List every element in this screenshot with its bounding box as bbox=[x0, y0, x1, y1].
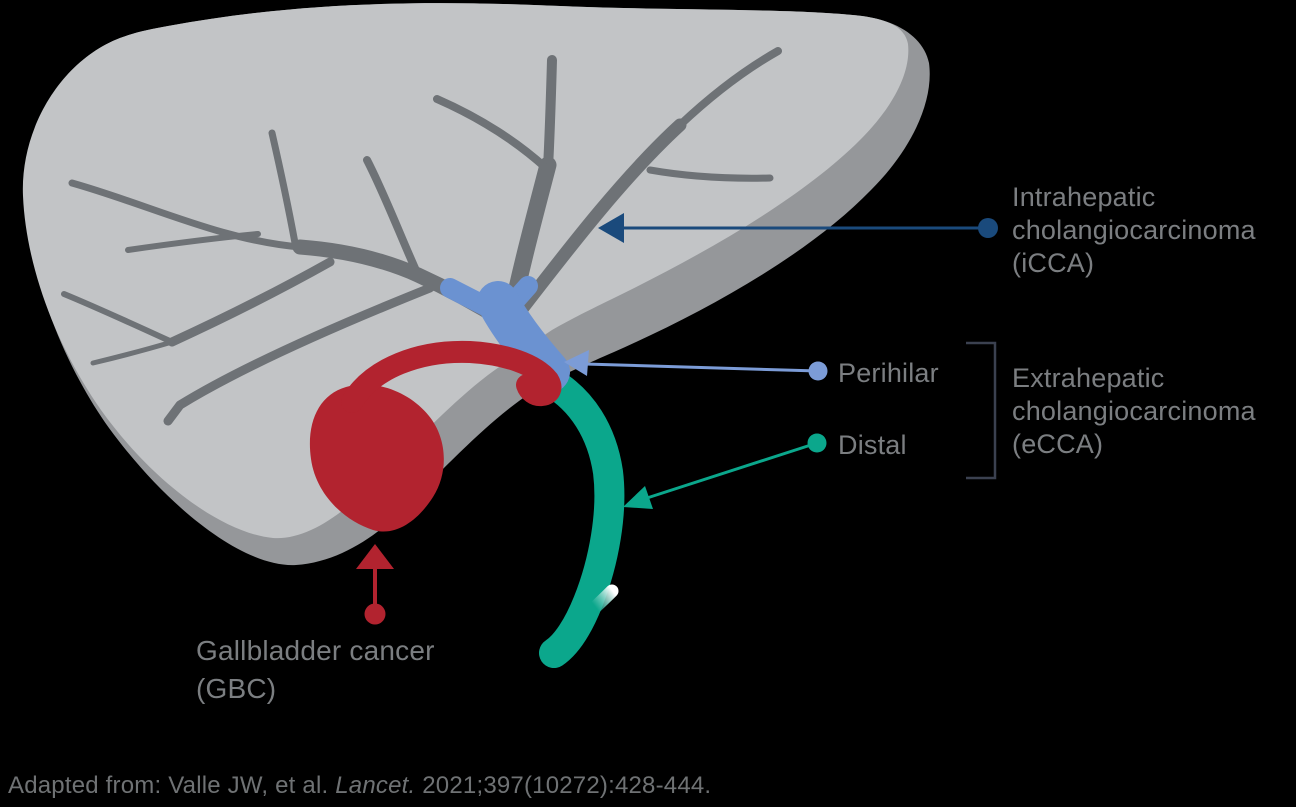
icca-annotation bbox=[598, 213, 998, 243]
ecca-label-line3: (eCCA) bbox=[1012, 429, 1104, 459]
duct-branch-lower-left-up-tip bbox=[61, 291, 175, 345]
gbc-dot-icon bbox=[364, 603, 386, 625]
gallbladder bbox=[309, 340, 562, 532]
distal-label: Distal bbox=[838, 430, 907, 460]
distal-annotation bbox=[623, 433, 827, 509]
icca-arrowhead-icon bbox=[598, 213, 624, 243]
bile-duct-tree bbox=[61, 47, 782, 426]
distal-leader-line bbox=[646, 441, 818, 500]
duct-branch-right-tip bbox=[676, 47, 782, 129]
distal-bile-duct bbox=[536, 367, 625, 668]
liver-body bbox=[22, 3, 909, 539]
duct-branch-top bbox=[543, 55, 557, 173]
ecca-label-line2: cholangiocarcinoma bbox=[1012, 396, 1256, 426]
icca-label-line1: Intrahepatic bbox=[1012, 182, 1156, 212]
perihilar-annotation bbox=[564, 350, 828, 381]
duct-branch-down-sweep bbox=[163, 283, 435, 426]
duct-branch-left-vertical bbox=[268, 129, 299, 247]
duct-branch-left-main-tip bbox=[68, 179, 304, 251]
citation-journal: Lancet. bbox=[335, 772, 416, 799]
gallbladder-neck bbox=[341, 340, 562, 413]
ecca-label: Extrahepatic cholangiocarcinoma (eCCA) bbox=[1012, 362, 1256, 461]
icca-label-line2: cholangiocarcinoma bbox=[1012, 215, 1256, 245]
icca-label-line3: (iCCA) bbox=[1012, 248, 1095, 278]
duct-branch-upper-left bbox=[433, 95, 550, 172]
gallbladder-body bbox=[309, 384, 444, 532]
citation-prefix: Adapted from: Valle JW, et al. bbox=[8, 772, 336, 799]
perihilar-leader-line bbox=[584, 362, 819, 373]
gbc-annotation bbox=[356, 544, 394, 625]
duct-branch-mid-up bbox=[363, 156, 422, 279]
distal-arrowhead-icon bbox=[623, 486, 653, 509]
ecca-label-line1: Extrahepatic bbox=[1012, 363, 1165, 393]
perihilar-dot-icon bbox=[808, 361, 828, 381]
duct-branch-lower-left-down-tip bbox=[90, 339, 175, 366]
icca-label: Intrahepatic cholangiocarcinoma (iCCA) bbox=[1012, 181, 1256, 280]
gbc-label: Gallbladder cancer (GBC) bbox=[196, 632, 435, 708]
perihilar-arrowhead-icon bbox=[564, 350, 589, 376]
duct-branch-lower-left bbox=[167, 257, 335, 347]
duct-branch-right-horizontal bbox=[646, 166, 774, 182]
ecca-bracket bbox=[966, 341, 997, 480]
gbc-arrowhead-icon bbox=[356, 544, 394, 569]
gbc-label-line2: (GBC) bbox=[196, 673, 277, 704]
distal-dot-icon bbox=[807, 433, 827, 453]
duct-branch-left-small bbox=[125, 231, 261, 253]
perihilar-label: Perihilar bbox=[838, 358, 939, 388]
citation-suffix: 2021;397(10272):428-444. bbox=[415, 772, 712, 799]
duct-fading-stub bbox=[570, 584, 619, 631]
gbc-label-line1: Gallbladder cancer bbox=[196, 635, 435, 666]
icca-dot-icon bbox=[978, 218, 998, 238]
citation: Adapted from: Valle JW, et al. Lancet. 2… bbox=[8, 772, 711, 800]
